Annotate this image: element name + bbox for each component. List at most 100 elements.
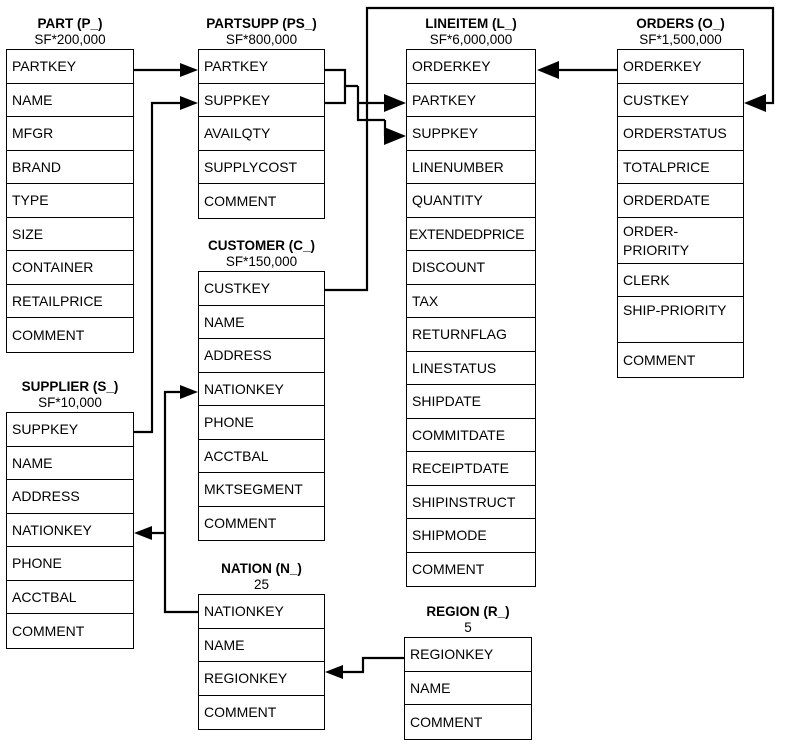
entity-nation-title: NATION (N_) xyxy=(221,561,302,576)
connector-orders-to-lineitem xyxy=(537,61,617,79)
field-row: PHONE xyxy=(199,406,324,440)
field-row: RECEIPTDATE xyxy=(407,452,535,486)
entity-nation-cardinality: 25 xyxy=(253,577,270,592)
entity-supplier: SUPPLIER (S_) SF*10,000 SUPPKEY NAME ADD… xyxy=(6,379,134,649)
field-row: SUPPKEY xyxy=(7,413,133,447)
field-row: ORDERSTATUS xyxy=(618,117,743,151)
field-row: ORDER-PRIORITY xyxy=(618,217,743,264)
entity-region-fields: REGIONKEY NAME COMMENT xyxy=(404,637,532,740)
field-row: NAME xyxy=(199,628,324,662)
field-row: COMMITDATE xyxy=(407,418,535,452)
field-row: ACCTBAL xyxy=(199,439,324,473)
field-row: SIZE xyxy=(7,217,133,251)
field-row: NATIONKEY xyxy=(199,372,324,406)
entity-region-title: REGION (R_) xyxy=(426,604,510,619)
field-row: MKTSEGMENT xyxy=(199,473,324,507)
field-row: COMMENT xyxy=(199,184,324,218)
field-row: SUPPKEY xyxy=(199,83,324,117)
entity-orders: ORDERS (O_) SF*1,500,000 ORDERKEY CUSTKE… xyxy=(617,16,744,378)
field-row: ORDERKEY xyxy=(407,50,535,84)
entity-region: REGION (R_) 5 REGIONKEY NAME COMMENT xyxy=(404,604,532,740)
field-row: ORDERDATE xyxy=(618,184,743,218)
field-row: DISCOUNT xyxy=(407,251,535,285)
field-row: COMMENT xyxy=(407,552,535,586)
field-row: COMMENT xyxy=(405,705,531,739)
entity-customer-fields: CUSTKEY NAME ADDRESS NATIONKEY PHONE ACC… xyxy=(198,271,325,541)
entity-orders-title: ORDERS (O_) xyxy=(636,16,725,31)
entity-part-fields: PARTKEY NAME MFGR BRAND TYPE SIZE CONTAI… xyxy=(6,49,134,353)
field-row: REGIONKEY xyxy=(199,662,324,696)
field-row: PARTKEY xyxy=(407,83,535,117)
field-row: SHIPDATE xyxy=(407,385,535,419)
field-row: CUSTKEY xyxy=(618,83,743,117)
field-row: LINESTATUS xyxy=(407,351,535,385)
connector-part-to-partsupp xyxy=(134,63,198,77)
field-row: COMMENT xyxy=(7,318,133,352)
entity-part-cardinality: SF*200,000 xyxy=(34,32,106,47)
field-row: SUPPKEY xyxy=(407,117,535,151)
field-row: MFGR xyxy=(7,117,133,151)
entity-partsupp-cardinality: SF*800,000 xyxy=(225,32,298,47)
entity-part: PART (P_) SF*200,000 PARTKEY NAME MFGR B… xyxy=(6,16,134,353)
field-row: CLERK xyxy=(618,263,743,297)
entity-region-cardinality: 5 xyxy=(464,620,472,635)
field-row: SUPPLYCOST xyxy=(199,150,324,184)
entity-nation-fields: NATIONKEY NAME REGIONKEY COMMENT xyxy=(198,594,325,730)
field-row: NAME xyxy=(405,671,531,705)
field-row: SHIPINSTRUCT xyxy=(407,485,535,519)
field-row: COMMENT xyxy=(7,614,133,648)
field-row: PARTKEY xyxy=(7,50,133,84)
field-row: ACCTBAL xyxy=(7,580,133,614)
entity-orders-fields: ORDERKEY CUSTKEY ORDERSTATUS TOTALPRICE … xyxy=(617,49,744,378)
connector-supplier-to-partsupp xyxy=(134,96,198,434)
field-row: COMMENT xyxy=(199,506,324,540)
field-row: BRAND xyxy=(7,150,133,184)
field-row: NAME xyxy=(199,305,324,339)
connector-partsupp-to-lineitem xyxy=(325,68,406,145)
field-row: NAME xyxy=(7,446,133,480)
entity-partsupp: PARTSUPP (PS_) SF*800,000 PARTKEY SUPPKE… xyxy=(198,16,325,219)
connector-region-to-nation xyxy=(325,656,404,679)
field-row: PHONE xyxy=(7,547,133,581)
field-row: COMMENT xyxy=(618,343,743,377)
field-row: CONTAINER xyxy=(7,251,133,285)
entity-partsupp-fields: PARTKEY SUPPKEY AVAILQTY SUPPLYCOST COMM… xyxy=(198,49,325,219)
field-row: LINENUMBER xyxy=(407,150,535,184)
field-row: ORDERKEY xyxy=(618,50,743,84)
entity-orders-cardinality: SF*1,500,000 xyxy=(639,32,722,47)
field-row: TOTALPRICE xyxy=(618,150,743,184)
entity-part-title: PART (P_) xyxy=(37,16,103,31)
field-row: REGIONKEY xyxy=(405,638,531,672)
entity-lineitem-title: LINEITEM (L_) xyxy=(425,16,517,31)
entity-nation: NATION (N_) 25 NATIONKEY NAME REGIONKEY … xyxy=(198,561,325,730)
field-row: SHIP-PRIORITY xyxy=(618,297,743,343)
entity-supplier-fields: SUPPKEY NAME ADDRESS NATIONKEY PHONE ACC… xyxy=(6,412,134,649)
field-row: NATIONKEY xyxy=(199,595,324,629)
entity-lineitem-fields: ORDERKEY PARTKEY SUPPKEY LINENUMBER QUAN… xyxy=(406,49,536,587)
field-row: RETURNFLAG xyxy=(407,318,535,352)
entity-lineitem: LINEITEM (L_) SF*6,000,000 ORDERKEY PART… xyxy=(406,16,536,587)
field-row: SHIPMODE xyxy=(407,519,535,553)
field-row: TYPE xyxy=(7,184,133,218)
entity-partsupp-title: PARTSUPP (PS_) xyxy=(206,16,317,31)
field-row: ADDRESS xyxy=(7,480,133,514)
field-row: COMMENT xyxy=(199,695,324,729)
entity-customer: CUSTOMER (C_) SF*150,000 CUSTKEY NAME AD… xyxy=(198,238,325,541)
entity-lineitem-cardinality: SF*6,000,000 xyxy=(429,32,513,47)
field-row: NAME xyxy=(7,83,133,117)
field-row: EXTENDEDPRICE xyxy=(407,217,535,251)
connector-nation-to-supplier xyxy=(134,526,165,540)
connector-nation-to-customer xyxy=(163,385,198,614)
field-row: ADDRESS xyxy=(199,339,324,373)
field-row: CUSTKEY xyxy=(199,272,324,306)
field-row: NATIONKEY xyxy=(7,513,133,547)
field-row: PARTKEY xyxy=(199,50,324,84)
entity-supplier-cardinality: SF*10,000 xyxy=(38,395,102,410)
entity-customer-cardinality: SF*150,000 xyxy=(225,254,298,269)
entity-customer-title: CUSTOMER (C_) xyxy=(207,238,315,253)
field-row: AVAILQTY xyxy=(199,117,324,151)
field-row: RETAILPRICE xyxy=(7,284,133,318)
field-row: TAX xyxy=(407,284,535,318)
field-row: QUANTITY xyxy=(407,184,535,218)
